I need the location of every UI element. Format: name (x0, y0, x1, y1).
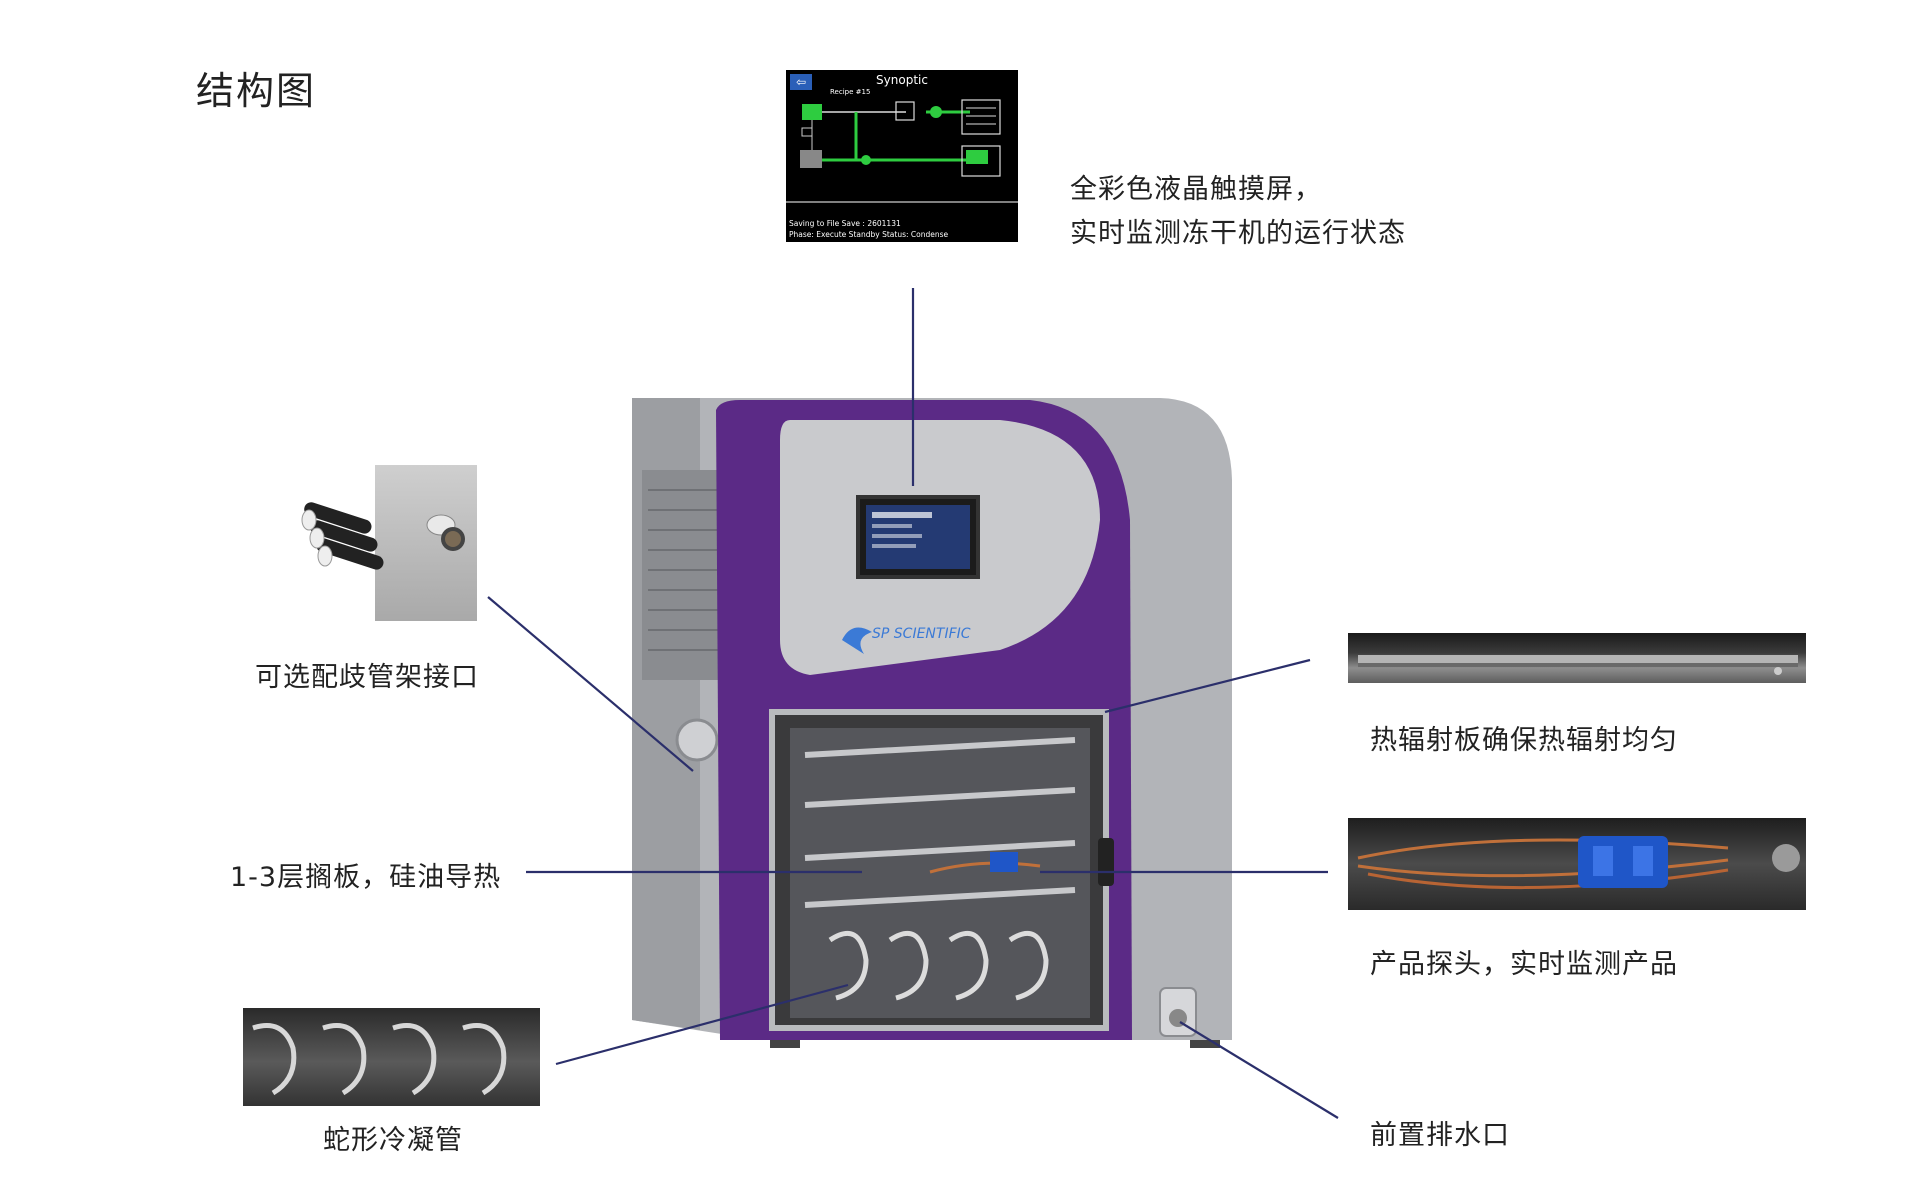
coil-caption: 蛇形冷凝管 (323, 1125, 463, 1156)
radiant-plate-photo (1348, 633, 1806, 683)
synoptic-recipe: Recipe #15 (830, 88, 871, 96)
leader-manifold (487, 596, 694, 772)
synoptic-flow-diagram (786, 99, 1018, 203)
probe-connector (990, 852, 1018, 872)
leader-radiant-plate (1104, 658, 1311, 714)
leader-coil (555, 983, 849, 1066)
back-arrow-icon: ⇦ (790, 74, 812, 90)
manifold-tubes-illustration (301, 502, 384, 570)
shelves-caption: 1-3层搁板，硅油导热 (230, 862, 502, 893)
touchscreen-caption-line2: 实时监测冻干机的运行状态 (1070, 218, 1406, 249)
manifold-tubes-photo (295, 490, 405, 590)
manifold-port-illustration (426, 514, 465, 551)
product-probe-photo (1348, 818, 1806, 910)
side-port (675, 718, 719, 762)
coil-condenser-photo (243, 1008, 540, 1106)
coil-condenser-illustration (252, 1023, 507, 1096)
chamber-shelves (804, 737, 1076, 908)
synoptic-status-line2: Phase: Execute Standby Status: Condense (789, 230, 949, 239)
manifold-caption: 可选配歧管架接口 (255, 662, 479, 693)
product-probe-illustration (1357, 836, 1800, 890)
page-title: 结构图 (196, 69, 317, 113)
leader-lines (487, 288, 1339, 1119)
radiant-plate-illustration (1358, 655, 1798, 675)
drain-caption: 前置排水口 (1370, 1120, 1510, 1151)
door-handle (1098, 838, 1114, 886)
leader-drain (1179, 1021, 1339, 1119)
touchscreen-caption-line1: 全彩色液晶触摸屏， (1070, 174, 1322, 205)
manifold-port-photo (375, 465, 477, 621)
synoptic-screen-photo: ⇦ Synoptic Recipe #15 Saving to File Sav… (786, 70, 1018, 242)
radiant-plate-caption: 热辐射板确保热辐射均匀 (1370, 725, 1678, 756)
brand-logo: SP SCIENTIFIC (872, 626, 971, 642)
probe-caption: 产品探头，实时监测产品 (1370, 949, 1678, 980)
synoptic-status-line1: Saving to File Save : 2601131 (789, 219, 901, 228)
synoptic-status: Saving to File Save : 2601131 Phase: Exe… (789, 218, 948, 240)
chamber-coils (828, 930, 1049, 1001)
synoptic-title: Synoptic (876, 73, 928, 87)
touchscreen-caption: 全彩色液晶触摸屏， 实时监测冻干机的运行状态 (1070, 168, 1406, 256)
